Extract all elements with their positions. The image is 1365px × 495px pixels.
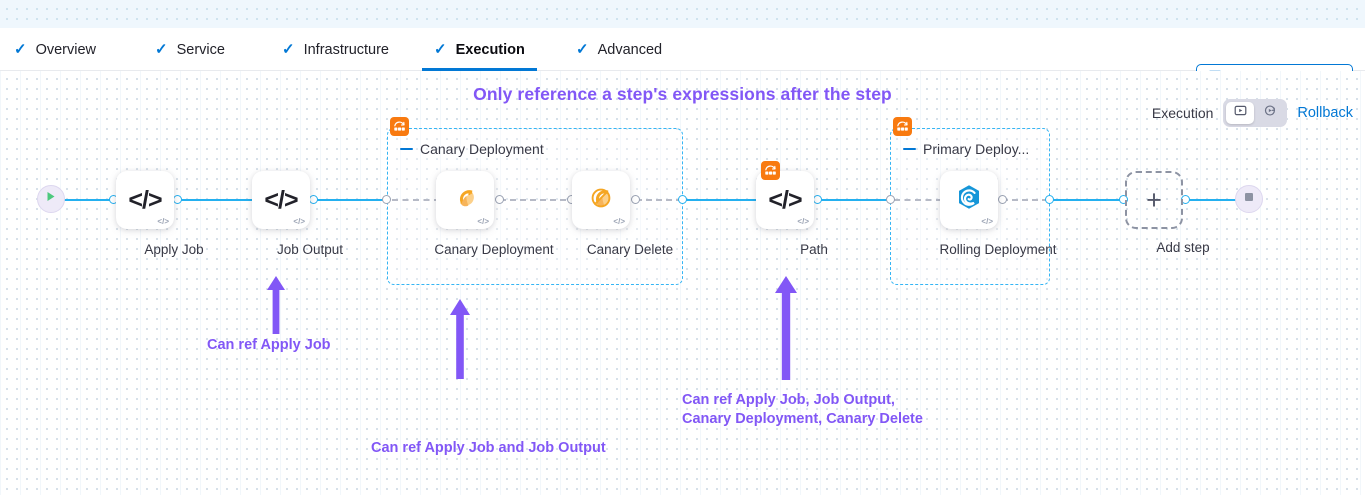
step-group-title: Canary Deployment — [400, 141, 544, 157]
connector-dot — [631, 195, 640, 204]
add-step-button[interactable]: + — [1125, 171, 1183, 229]
pipeline-graph: Canary Deployment Primary Deploy... — [0, 71, 1365, 495]
step-node-canary-deployment[interactable]: </> — [436, 171, 494, 229]
code-icon: </> — [128, 185, 162, 214]
execution-play-box-icon — [1234, 104, 1247, 122]
rollback-mode-button[interactable] — [1256, 102, 1284, 124]
step-node-label: Canary Deployment — [434, 242, 554, 257]
annotation-text-apply-job: Can ref Apply Job — [207, 337, 331, 353]
code-icon: </> — [768, 185, 802, 214]
end-node[interactable] — [1235, 185, 1263, 213]
stop-square-icon — [1243, 190, 1255, 208]
connector-dot — [382, 195, 391, 204]
tab-advanced[interactable]: ✓ Advanced — [576, 28, 662, 71]
connector-dot — [813, 195, 822, 204]
tab-label: Service — [176, 41, 225, 58]
rolling-deployment-icon — [954, 183, 984, 218]
step-group-icon — [761, 161, 780, 180]
check-icon: ✓ — [576, 41, 589, 58]
tab-infrastructure[interactable]: ✓ Infrastructure — [282, 28, 389, 71]
rollback-link[interactable]: Rollback — [1297, 105, 1353, 121]
annotation-arrow — [771, 274, 801, 385]
execution-mode-button[interactable] — [1226, 102, 1255, 124]
step-node-job-output[interactable]: </> </> — [252, 171, 310, 229]
tab-overview[interactable]: ✓ Overview — [14, 28, 96, 71]
check-icon: ✓ — [282, 41, 295, 58]
connector-line-dashed — [894, 199, 942, 201]
connector-dot — [173, 195, 182, 204]
step-node-label: Path — [800, 242, 828, 257]
start-node[interactable] — [37, 185, 65, 213]
code-badge-icon: </> — [157, 217, 169, 226]
annotation-text-canary-deployment: Can ref Apply Job and Job Output — [371, 440, 606, 456]
canvas-top-strip — [0, 0, 1365, 28]
step-node-path[interactable]: </> </> — [756, 171, 814, 229]
connector-line-dashed — [392, 199, 440, 201]
code-badge-icon: </> — [981, 217, 993, 226]
code-badge-icon: </> — [797, 217, 809, 226]
step-group-canary-deployment[interactable]: Canary Deployment — [387, 128, 683, 285]
step-node-label: Job Output — [276, 242, 344, 257]
execution-rollback-switch: Execution — [1152, 99, 1353, 127]
code-badge-icon: </> — [477, 217, 489, 226]
step-node-label: Apply Job — [144, 242, 204, 257]
connector-line — [818, 199, 894, 201]
connector-line-dashed — [1002, 199, 1048, 201]
execution-label: Execution — [1151, 105, 1214, 121]
check-icon: ✓ — [14, 41, 27, 58]
step-group-primary-deployment[interactable]: Primary Deploy... — [890, 128, 1050, 285]
code-icon: </> — [264, 185, 298, 214]
execution-mode-toggle[interactable] — [1223, 99, 1288, 127]
connector-line — [1048, 199, 1124, 201]
connector-line-dashed — [636, 199, 682, 201]
tab-label: Overview — [35, 41, 97, 58]
tab-label: Advanced — [597, 41, 663, 58]
step-group-icon — [893, 117, 912, 136]
step-group-label: Canary Deployment — [420, 141, 544, 157]
check-icon: ✓ — [155, 41, 168, 58]
step-group-label: Primary Deploy... — [923, 141, 1030, 157]
annotation-arrow — [446, 297, 474, 384]
headline-annotation: Only reference a step's expressions afte… — [473, 84, 892, 104]
execution-canvas[interactable]: Only reference a step's expressions afte… — [0, 71, 1365, 495]
tab-label: Execution — [455, 41, 525, 58]
stage-tab-bar: ✓ Overview ✓ Service ✓ Infrastructure ✓ … — [0, 28, 1365, 91]
step-node-canary-delete[interactable]: </> — [572, 171, 630, 229]
connector-line — [314, 199, 390, 201]
connector-line — [1186, 199, 1244, 201]
add-step-label: Add step — [1156, 240, 1210, 255]
code-badge-icon: </> — [613, 217, 625, 226]
connector-dot — [1045, 195, 1054, 204]
connector-line — [178, 199, 254, 201]
tab-service[interactable]: ✓ Service — [155, 28, 225, 71]
step-node-label: Rolling Deployment — [939, 242, 1057, 257]
collapse-dash-icon[interactable] — [400, 148, 413, 150]
check-icon: ✓ — [434, 41, 447, 58]
tab-label: Infrastructure — [303, 41, 389, 58]
step-group-title: Primary Deploy... — [903, 141, 1029, 157]
step-node-apply-job[interactable]: </> </> — [116, 171, 174, 229]
plus-icon: + — [1146, 184, 1162, 215]
connector-dot — [998, 195, 1007, 204]
annotation-arrow — [262, 274, 290, 341]
connector-line — [62, 199, 117, 201]
annotation-text-path: Can ref Apply Job, Job Output, Canary De… — [682, 392, 923, 427]
connector-dot — [678, 195, 687, 204]
connector-line-dashed — [500, 199, 576, 201]
connector-dot — [495, 195, 504, 204]
step-node-rolling-deployment[interactable]: </> — [940, 171, 998, 229]
step-group-icon — [390, 117, 409, 136]
play-icon — [45, 190, 57, 208]
connector-dot — [1119, 195, 1128, 204]
connector-dot — [886, 195, 895, 204]
code-badge-icon: </> — [293, 217, 305, 226]
collapse-dash-icon[interactable] — [903, 148, 916, 150]
connector-line — [682, 199, 758, 201]
tab-execution[interactable]: ✓ Execution — [422, 28, 537, 71]
rollback-circle-play-icon — [1264, 104, 1277, 122]
canary-delete-icon — [585, 182, 617, 219]
step-node-label: Canary Delete — [586, 242, 674, 257]
connector-dot — [309, 195, 318, 204]
canary-bird-icon — [449, 182, 481, 219]
